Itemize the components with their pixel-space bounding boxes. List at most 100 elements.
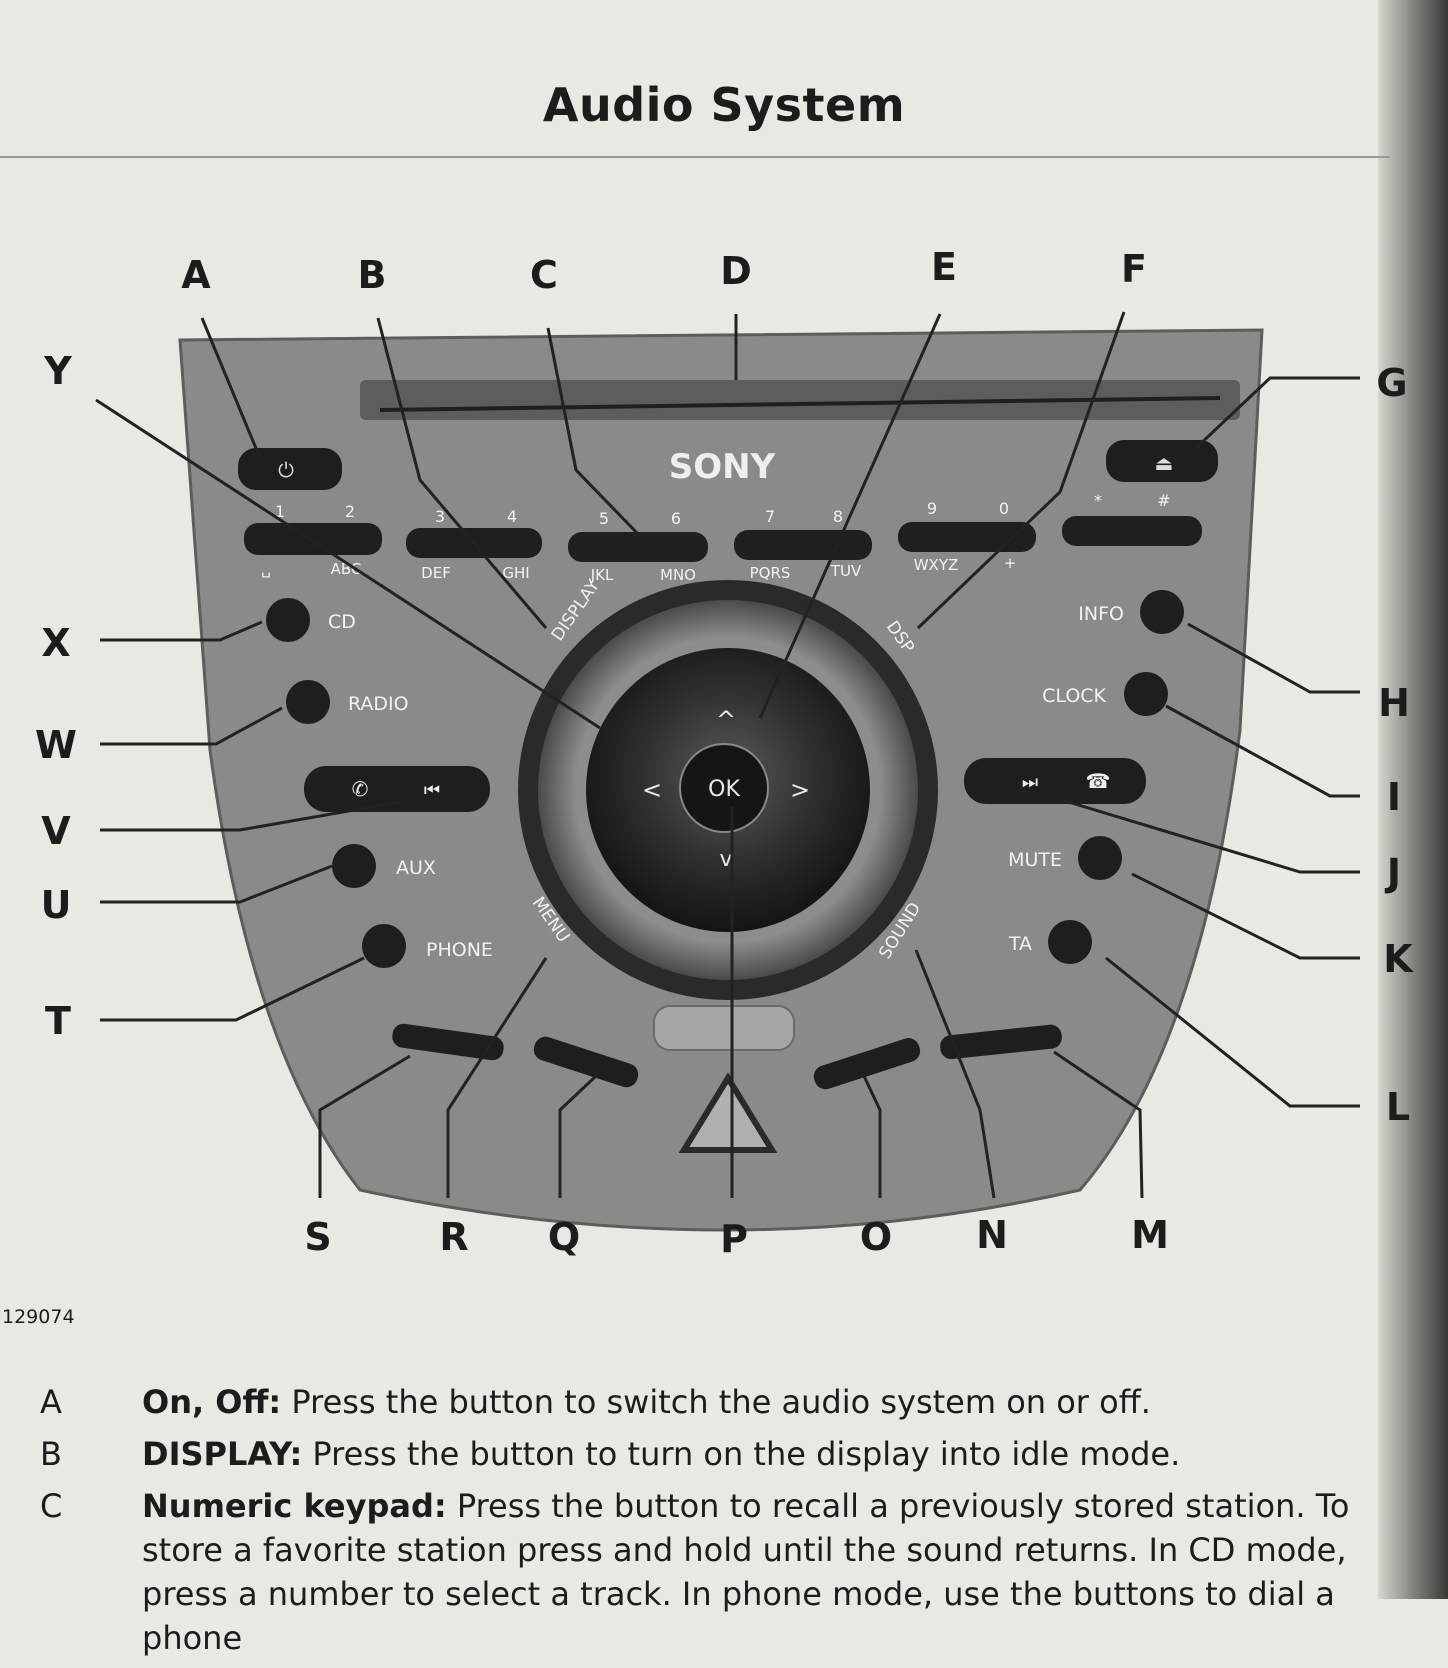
keypad-label-6: 6	[671, 509, 681, 528]
radio-button[interactable]	[286, 680, 330, 724]
callout-h: H	[1378, 681, 1410, 725]
audio-panel-diagram: ⏻ ⏏ SONY 1 2 3 4 5 6 7 8 9 0 * # ␣ ABC D…	[35, 245, 1414, 1261]
preset-left-outer[interactable]	[391, 1022, 505, 1061]
keypad-label-4: 4	[507, 507, 517, 526]
callout-j: J	[1384, 851, 1401, 895]
keypad-label-hash: #	[1157, 491, 1170, 510]
down-arrow-icon[interactable]: v	[719, 847, 732, 872]
left-buttons: CD RADIO ✆ ⏮ AUX PHONE	[266, 598, 493, 968]
keypad-sublabel-space: ␣	[261, 560, 271, 578]
cd-button[interactable]	[266, 598, 310, 642]
callout-d: D	[720, 249, 752, 293]
legend-item: A On, Off: Press the button to switch th…	[40, 1380, 1400, 1424]
key-star-hash[interactable]	[1062, 516, 1202, 546]
aux-label: AUX	[396, 857, 436, 879]
right-buttons: INFO CLOCK ⏭ ☎ MUTE TA	[964, 590, 1184, 964]
key-9-0[interactable]	[898, 522, 1036, 552]
brand-logo: SONY	[669, 447, 776, 487]
info-label: INFO	[1078, 603, 1124, 625]
keypad-label-0: 0	[999, 499, 1009, 518]
key-7-8[interactable]	[734, 530, 872, 560]
clock-button[interactable]	[1124, 672, 1168, 716]
cd-slot[interactable]	[360, 380, 1240, 420]
callout-e: E	[931, 245, 957, 289]
preset-left-inner[interactable]	[531, 1034, 641, 1090]
key-1-2[interactable]	[244, 523, 382, 555]
keypad-sublabel-ghi: GHI	[502, 564, 529, 582]
callout-n: N	[976, 1213, 1008, 1257]
page-title: Audio System	[542, 78, 906, 132]
callout-p: P	[720, 1217, 748, 1261]
callout-v: V	[41, 809, 71, 853]
key-5-6[interactable]	[568, 532, 708, 562]
callout-g: G	[1376, 361, 1407, 405]
right-arrow-icon[interactable]: >	[790, 776, 810, 804]
callout-leaders	[95, 311, 1360, 1199]
keypad-sublabel-mno: MNO	[660, 566, 696, 584]
lock-button[interactable]	[653, 1005, 795, 1051]
next-track-icon: ⏭	[1022, 772, 1038, 793]
callout-b: B	[358, 253, 387, 297]
left-arrow-icon[interactable]: <	[642, 776, 662, 804]
title-rule	[0, 156, 1390, 158]
next-hangup-button[interactable]	[964, 758, 1146, 804]
phone-prev-button[interactable]	[304, 766, 490, 812]
keypad-label-1: 1	[275, 502, 285, 521]
info-button[interactable]	[1140, 590, 1184, 634]
audio-panel-figure: ⏻ ⏏ SONY 1 2 3 4 5 6 7 8 9 0 * # ␣ ABC D…	[0, 230, 1448, 1290]
legend-text: DISPLAY: Press the button to turn on the…	[142, 1432, 1400, 1476]
callout-letters: A B C D E F G H I J K L M N O P Q R S T …	[35, 245, 1414, 1261]
callout-c: C	[530, 253, 558, 297]
phone-button[interactable]	[362, 924, 406, 968]
aux-button[interactable]	[332, 844, 376, 888]
hang-up-icon: ☎	[1086, 769, 1111, 793]
keypad-label-7: 7	[765, 507, 775, 526]
ta-button[interactable]	[1048, 920, 1092, 964]
mute-button[interactable]	[1078, 836, 1122, 880]
callout-r: R	[439, 1215, 468, 1259]
ok-button[interactable]	[679, 743, 769, 833]
up-arrow-icon[interactable]: ^	[716, 706, 736, 734]
clock-label: CLOCK	[1042, 685, 1106, 707]
ta-label: TA	[1008, 933, 1032, 955]
keypad-sublabel-abc: ABC	[331, 560, 362, 578]
callout-q: Q	[548, 1215, 580, 1259]
callout-m: M	[1131, 1213, 1169, 1257]
hazard-button[interactable]	[678, 1072, 778, 1153]
keypad-sublabel-tuv: TUV	[830, 562, 862, 580]
radio-label: RADIO	[348, 693, 409, 715]
ok-label: OK	[708, 777, 740, 802]
preset-right-outer[interactable]	[939, 1024, 1063, 1061]
callout-s: S	[304, 1215, 331, 1259]
legend-term: DISPLAY:	[142, 1435, 303, 1473]
legend-key: A	[40, 1383, 62, 1421]
keypad-sublabel-pqrs: PQRS	[750, 564, 791, 582]
keypad-sublabel-jkl: JKL	[590, 566, 614, 584]
legend-key: B	[40, 1435, 62, 1473]
callout-f: F	[1121, 247, 1147, 291]
power-button[interactable]	[238, 448, 342, 490]
preset-right-inner[interactable]	[811, 1035, 923, 1092]
eject-button[interactable]	[1106, 440, 1218, 482]
legend-item: C Numeric keypad: Press the button to re…	[40, 1484, 1400, 1660]
keypad-label-2: 2	[345, 502, 355, 521]
callout-k: K	[1383, 937, 1414, 981]
legend-description: Press the button to turn on the display …	[302, 1435, 1181, 1473]
keypad-sublabel-def: DEF	[421, 564, 451, 582]
legend-item: B DISPLAY: Press the button to turn on t…	[40, 1432, 1400, 1476]
keypad-label-5: 5	[599, 509, 609, 528]
callout-l: L	[1386, 1085, 1410, 1129]
previous-track-icon: ⏮	[424, 780, 440, 801]
callout-a: A	[181, 253, 211, 297]
eject-icon: ⏏	[1155, 451, 1174, 475]
keypad-label-8: 8	[833, 507, 843, 526]
callout-o: O	[860, 1215, 892, 1259]
legend-term: Numeric keypad:	[142, 1487, 447, 1525]
callout-t: T	[45, 999, 71, 1043]
callout-y: Y	[43, 349, 72, 393]
phone-icon: ✆	[352, 777, 369, 801]
legend-list: A On, Off: Press the button to switch th…	[40, 1380, 1400, 1668]
cd-label: CD	[328, 611, 356, 633]
callout-x: X	[41, 621, 70, 665]
callout-i: I	[1387, 775, 1401, 819]
